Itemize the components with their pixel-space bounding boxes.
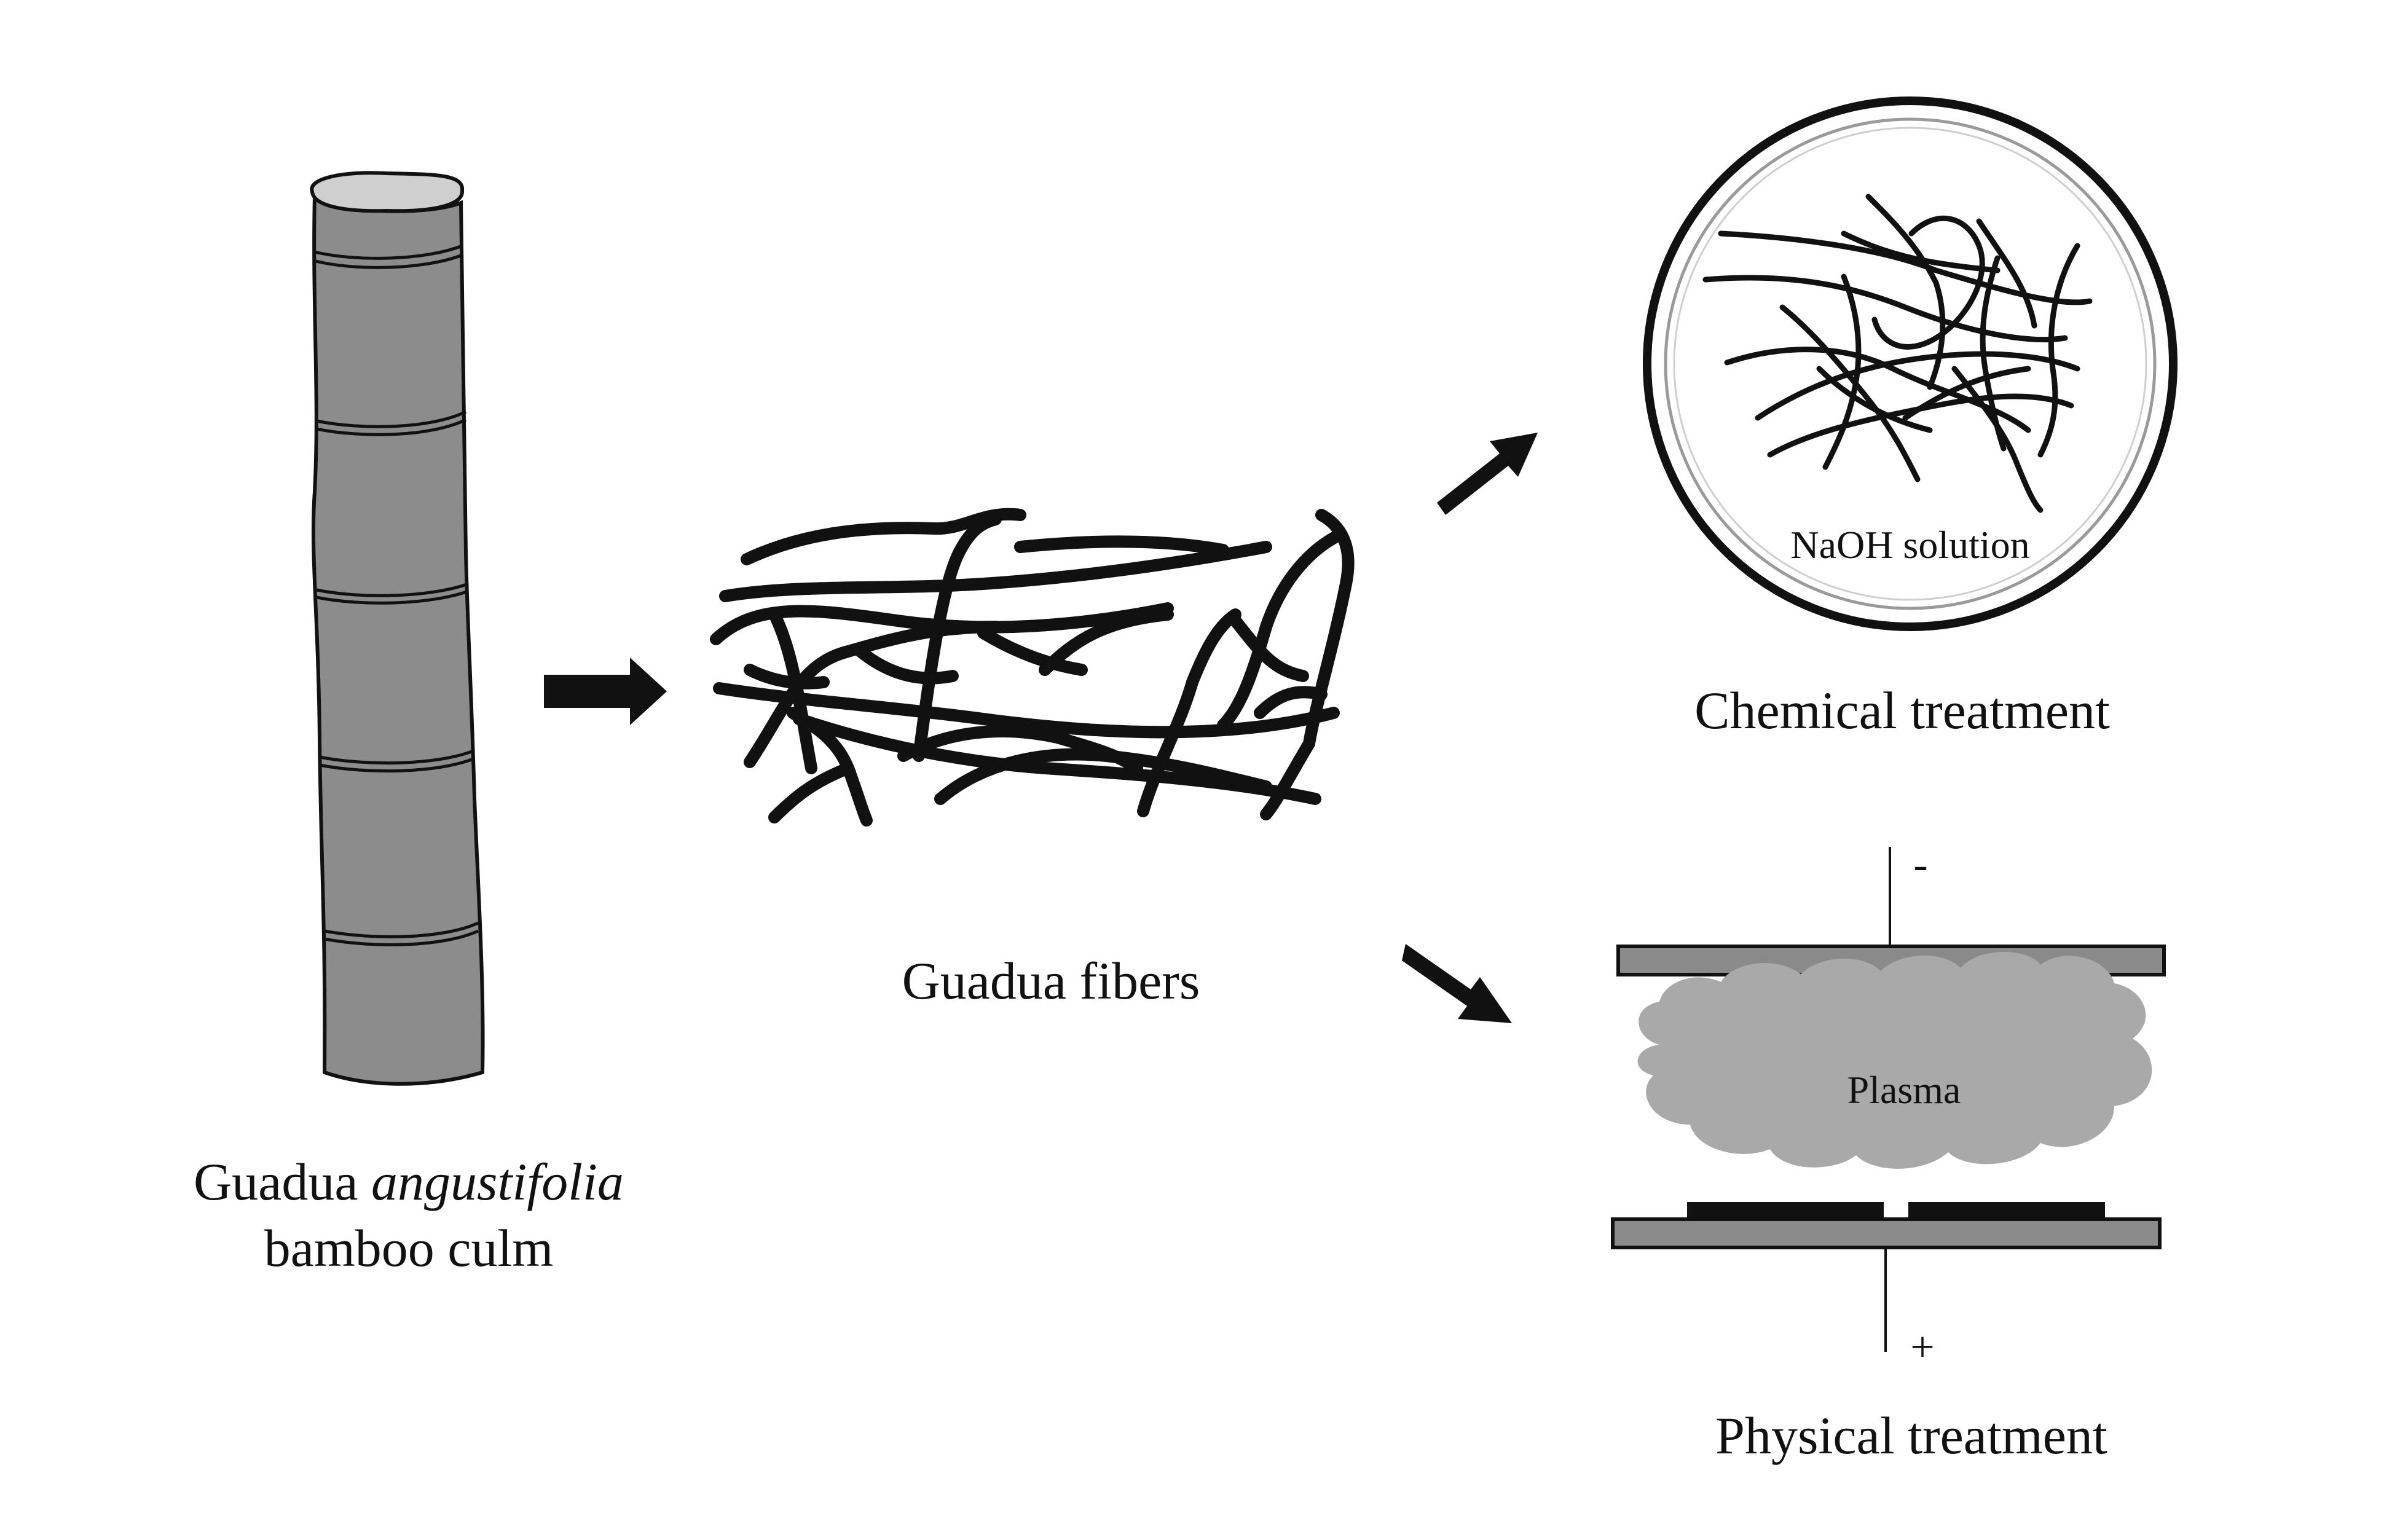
bottom-electrode-plate: [1611, 1217, 2162, 1249]
bamboo-culm: [310, 171, 485, 1086]
petri-dish: [1643, 96, 2178, 631]
culm-top: [310, 171, 465, 213]
plasma-label: Plasma: [1847, 1068, 1961, 1112]
fiber-sample-left: [1687, 1202, 1884, 1219]
positive-sign: +: [1910, 1324, 1934, 1371]
fiber-bundle: [710, 508, 1355, 827]
treated-fibers: [1702, 194, 2093, 513]
fibers-label: Guadua fibers: [902, 951, 1200, 1010]
naoh-solution-label: NaOH solution: [1790, 523, 2029, 567]
bamboo-label-line1: Guadua angustifolia: [194, 1152, 624, 1211]
negative-sign: -: [1913, 841, 1927, 889]
culm-body: [311, 192, 485, 1086]
plasma-cloud: [1637, 951, 2152, 1169]
plasma-reactor: [1611, 847, 2166, 1352]
chemical-treatment-label: Chemical treatment: [1694, 681, 2110, 740]
fiber-sample-right: [1908, 1202, 2105, 1219]
physical-treatment-label: Physical treatment: [1715, 1406, 2107, 1465]
culm-nodes: [314, 244, 479, 946]
bamboo-label-line2: bamboo culm: [264, 1219, 554, 1278]
arrow-up-right-icon: [1437, 433, 1538, 515]
arrow-down-right-icon: [1402, 944, 1512, 1023]
arrow-right-icon: [544, 658, 667, 725]
